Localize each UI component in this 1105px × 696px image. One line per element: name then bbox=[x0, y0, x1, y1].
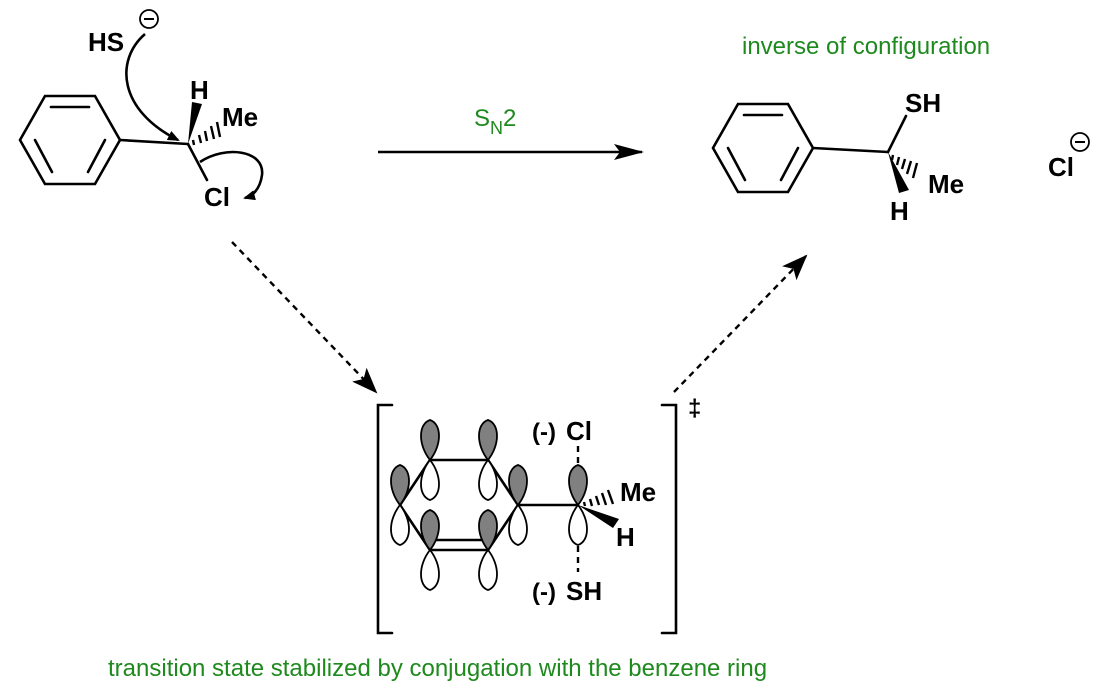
p-orbital-icon bbox=[390, 464, 410, 546]
from-transition-state-arrow bbox=[673, 254, 808, 393]
product-hash-bond bbox=[890, 154, 919, 179]
product-me-label: Me bbox=[928, 169, 964, 199]
nucleophile-charge-icon bbox=[139, 9, 159, 29]
product-note: inverse of configuration bbox=[742, 33, 990, 60]
reactant-benzene-ring bbox=[18, 94, 122, 186]
reactant-hash-bond bbox=[191, 121, 222, 146]
ts-me-label: Me bbox=[620, 477, 656, 507]
leaving-group-arrow bbox=[199, 150, 264, 201]
nucleophile-label: HS bbox=[88, 27, 124, 57]
chloride-charge-icon bbox=[1070, 132, 1090, 152]
left-bracket bbox=[376, 403, 394, 635]
right-bracket bbox=[660, 403, 678, 635]
reactant-wedge-bond bbox=[188, 102, 202, 144]
reactant-cl-label: Cl bbox=[204, 182, 230, 212]
p-orbital-icon bbox=[568, 464, 588, 546]
product-sh-label: SH bbox=[905, 88, 941, 118]
reactant-carbon-cl-bond bbox=[186, 142, 209, 182]
p-orbital-icon bbox=[420, 509, 440, 591]
transition-state-caption: transition state stabilized by conjugati… bbox=[108, 655, 767, 682]
ts-h-label: H bbox=[616, 522, 635, 552]
ts-hash-bond bbox=[582, 489, 615, 507]
product-wedge-bond bbox=[888, 152, 909, 193]
p-orbital-icon bbox=[508, 464, 528, 546]
reactant-h-label: H bbox=[190, 75, 209, 105]
p-orbital-icon bbox=[478, 419, 498, 501]
product-molecule: inverse of configuration SH Me H Cl bbox=[711, 33, 1090, 226]
product-ring-carbon-bond bbox=[811, 146, 890, 154]
reactant-ring-carbon-bond bbox=[118, 138, 190, 146]
reactant-me-label: Me bbox=[222, 102, 258, 132]
ts-bottom-charge: (-) bbox=[532, 579, 556, 606]
ts-bottom-group: SH bbox=[566, 576, 602, 606]
reactant-molecule: H Me Cl HS bbox=[18, 9, 264, 212]
reaction-condition-label: SN2 bbox=[474, 105, 516, 138]
ts-p-orbitals bbox=[390, 419, 588, 591]
product-h-label: H bbox=[890, 196, 909, 226]
to-transition-state-arrow bbox=[231, 241, 378, 394]
product-benzene-ring bbox=[711, 102, 815, 194]
product-carbon-sh-bond bbox=[886, 114, 908, 154]
ts-top-charge: (-) bbox=[532, 419, 556, 446]
chloride-label: Cl bbox=[1048, 152, 1074, 182]
nucleophile-attack-arrow bbox=[125, 33, 180, 142]
p-orbital-icon bbox=[420, 419, 440, 501]
reaction-arrow-group: SN2 bbox=[378, 105, 644, 160]
ts-top-group: Cl bbox=[566, 416, 592, 446]
ts-wedge-bond bbox=[578, 505, 619, 528]
double-dagger-symbol: ‡ bbox=[688, 395, 701, 422]
p-orbital-icon bbox=[478, 509, 498, 591]
transition-state: ‡ bbox=[376, 395, 701, 635]
